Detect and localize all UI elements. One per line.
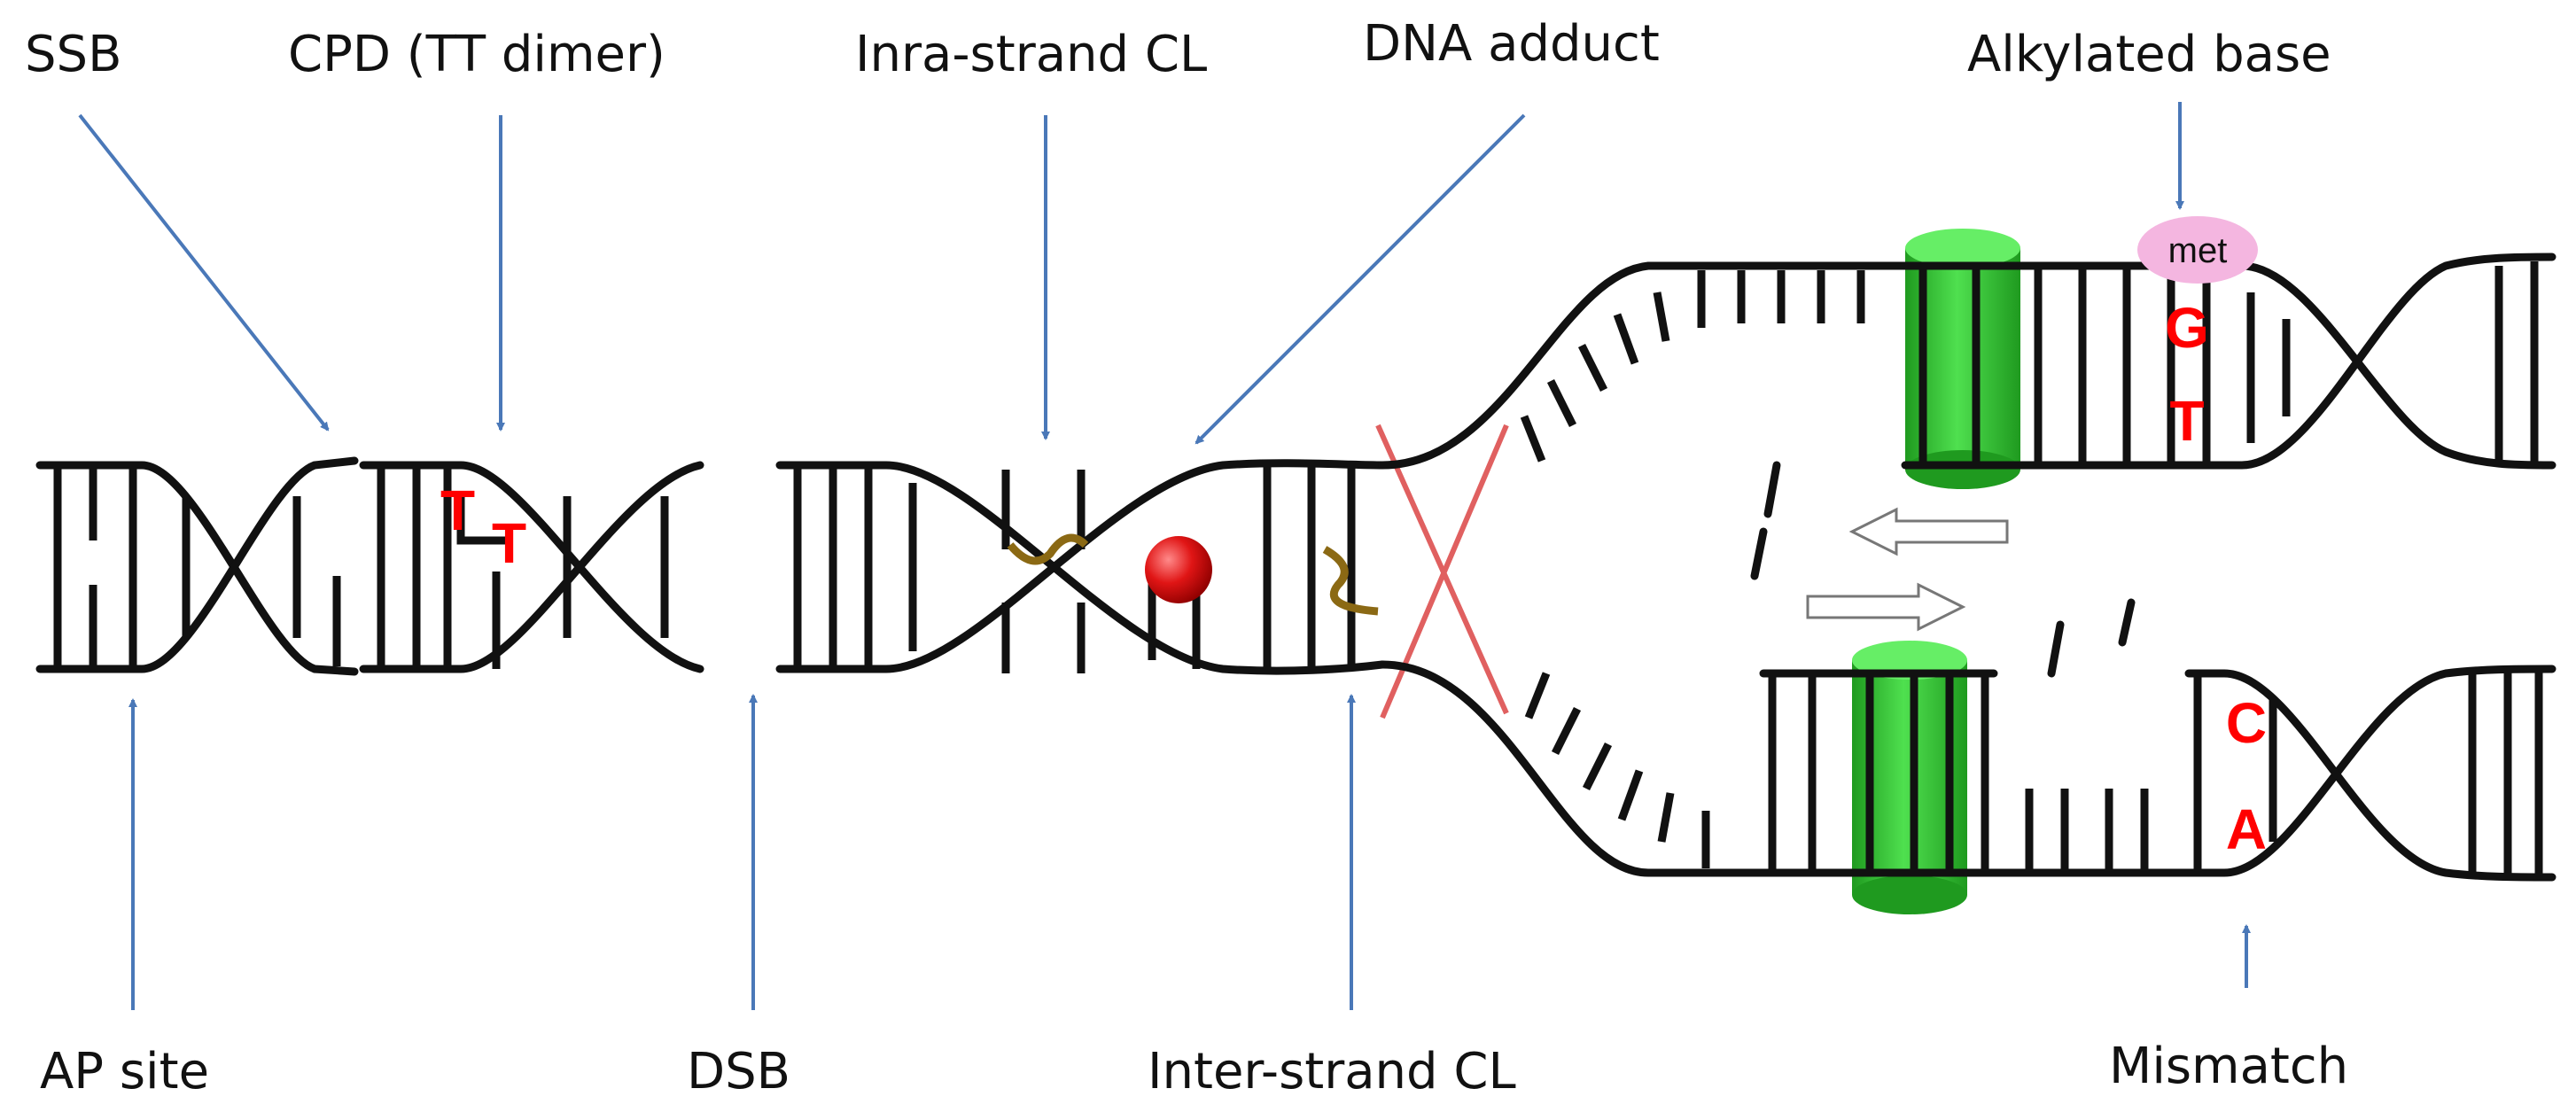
base-a: A	[2226, 797, 2267, 861]
base-pairs-left	[53, 465, 669, 669]
bottom-labels: AP site DSB Inter-strand CL Mismatch	[40, 1038, 2348, 1100]
fork-upper-rungs	[1520, 261, 2539, 465]
base-c: C	[2226, 691, 2267, 755]
label-inter-strand-cl: Inter-strand CL	[1148, 1043, 1516, 1100]
label-cpd: CPD (TT dimer)	[288, 26, 665, 83]
label-dsb: DSB	[687, 1043, 790, 1100]
free-nucleotides	[1750, 461, 2136, 678]
met-badge	[2137, 216, 2258, 284]
tt-first-base: T	[440, 478, 475, 542]
arrow-ssb	[78, 113, 330, 432]
label-ssb: SSB	[25, 26, 122, 83]
pointer-arrows	[78, 102, 2251, 1010]
label-dna-adduct: DNA adduct	[1363, 15, 1660, 73]
direction-arrow-right	[1806, 582, 1966, 632]
intra-strand-crosslink	[1007, 533, 1089, 565]
tt-second-base: T	[492, 511, 526, 575]
top-labels: SSB CPD (TT dimer) Inra-strand CL DNA ad…	[25, 15, 2331, 83]
inter-strand-crosslink	[1322, 546, 1379, 616]
base-t: T	[2169, 389, 2204, 453]
label-alkylated-base: Alkylated base	[1967, 26, 2331, 83]
replication-fork: met G T C A	[1378, 216, 2557, 914]
base-g: G	[2165, 296, 2209, 360]
label-ap-site: AP site	[40, 1043, 209, 1100]
cross-mark	[1375, 424, 1509, 719]
dna-segment-middle	[775, 424, 1509, 719]
base-pairs-middle	[793, 465, 1356, 673]
polymerase-lower	[1852, 641, 1967, 914]
met-label: met	[2168, 231, 2228, 270]
direction-arrow-left	[1848, 507, 2009, 556]
tt-dimer-bridge	[456, 496, 510, 545]
label-intra-strand-cl: Inra-strand CL	[855, 26, 1207, 83]
arrow-adduct	[1195, 113, 1526, 445]
dna-adduct-ball	[1145, 536, 1212, 603]
label-mismatch: Mismatch	[2109, 1038, 2348, 1095]
polymerase-upper	[1905, 229, 2020, 489]
dna-segment-left: T T	[35, 456, 704, 676]
fork-lower-rungs	[1524, 670, 2543, 875]
